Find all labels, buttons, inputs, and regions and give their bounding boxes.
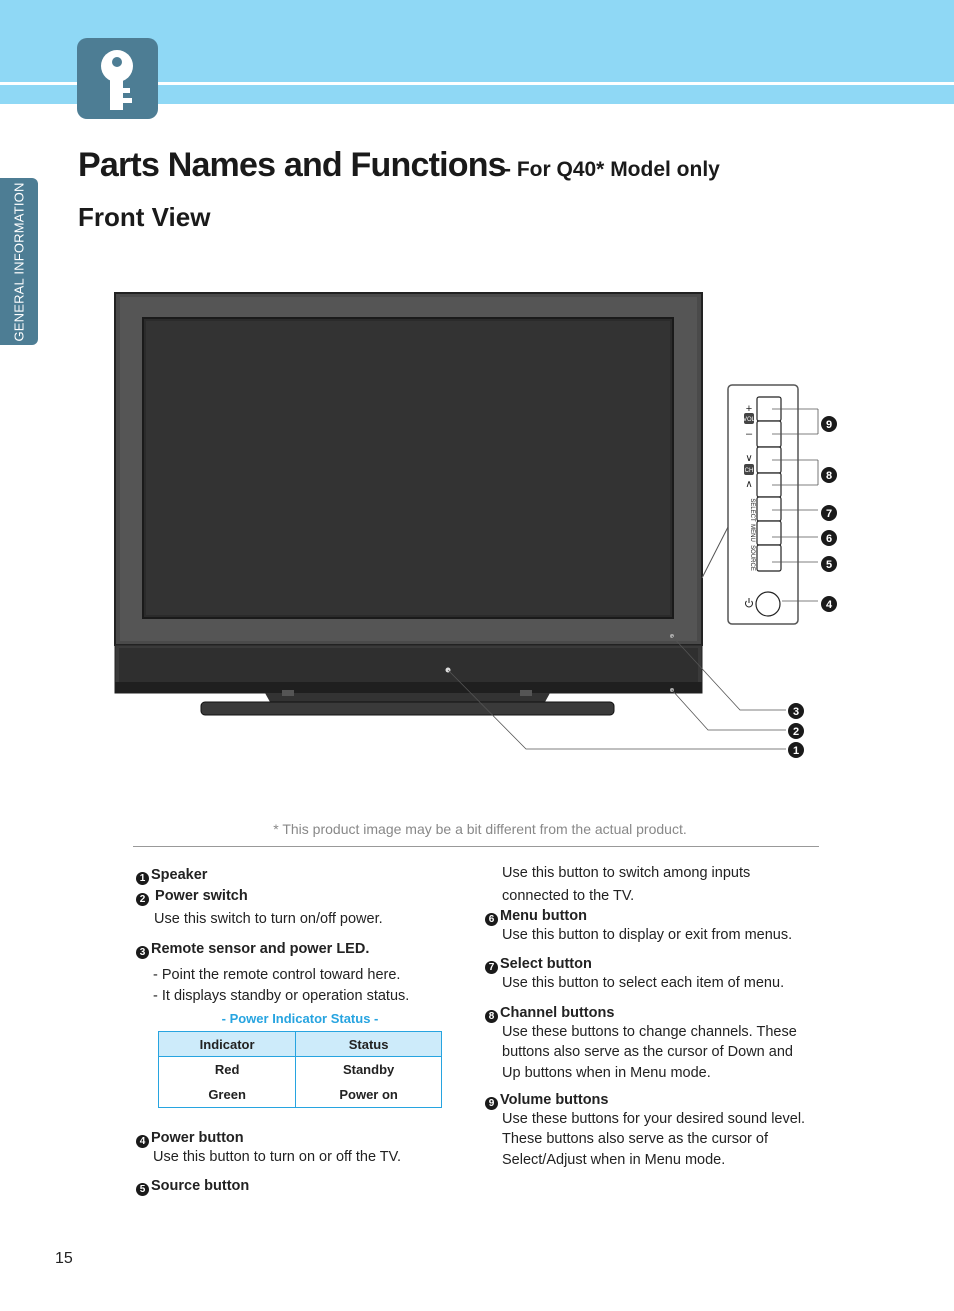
item-desc: connected to the TV.: [502, 888, 635, 904]
item-desc: Up buttons when in Menu mode.: [502, 1065, 711, 1081]
ch-down-label: ∨: [745, 453, 752, 464]
callout-9: 9: [826, 419, 832, 431]
item-desc: These buttons also serve as the cursor o…: [502, 1131, 768, 1147]
image-disclaimer: * This product image may be a bit differ…: [273, 821, 687, 837]
vol-minus-label: –: [746, 428, 753, 440]
vol-plus-label: +: [746, 403, 752, 415]
item-number: 2: [136, 893, 149, 906]
callout-3: 3: [793, 706, 799, 718]
page-subtitle: - For Q40* Model only: [504, 158, 720, 181]
callout-5: 5: [826, 559, 832, 571]
ch-up-label: ∧: [745, 479, 752, 490]
item-title: Channel buttons: [500, 1005, 615, 1021]
item-number: 9: [485, 1097, 498, 1110]
item-number: 5: [136, 1183, 149, 1196]
header-band: [0, 0, 954, 104]
item-desc: Use this button to display or exit from …: [502, 927, 793, 943]
menu-panel-label: MENU: [749, 524, 755, 542]
table-cell: Standby: [342, 1062, 395, 1077]
item-number: 4: [136, 1135, 149, 1148]
item-number: 6: [485, 913, 498, 926]
callout-1: 1: [793, 745, 799, 757]
item-title: Speaker: [151, 867, 208, 883]
page-number: 15: [55, 1250, 73, 1267]
callout-6: 6: [826, 533, 832, 545]
table-row: Green Power on: [158, 1082, 442, 1108]
item-desc: Use this button to select each item of m…: [502, 975, 785, 991]
source-panel-label: SOURCE: [749, 545, 755, 571]
item-desc: - It displays standby or operation statu…: [153, 988, 410, 1004]
table-header: Indicator: [157, 1031, 297, 1057]
ch-tag-label: CH: [745, 468, 754, 474]
table-cell: Red: [158, 1056, 297, 1082]
select-panel-label: SELECT: [749, 498, 755, 522]
page-title: Parts Names and Functions: [78, 146, 507, 184]
table-cell: Power on: [339, 1087, 398, 1102]
tv-front-illustration: + VOL – ∨ CH ∧ SELECT MENU SOURCE 9 8 7 …: [114, 292, 837, 758]
item-title: Menu button: [500, 908, 587, 924]
item-number: 7: [485, 961, 498, 974]
header-divider: [0, 82, 954, 85]
callout-2: 2: [793, 726, 799, 738]
table-row: Red Standby: [158, 1056, 442, 1082]
power-indicator-table: Indicator Status Red Standby Green Power…: [157, 1031, 442, 1108]
item-desc: Select/Adjust when in Menu mode.: [502, 1152, 726, 1168]
item-desc: Use this button to turn on or off the TV…: [153, 1149, 402, 1165]
table-cell: Green: [158, 1082, 297, 1108]
status-table-caption: - Power Indicator Status -: [221, 1011, 379, 1026]
item-desc: Use these buttons for your desired sound…: [502, 1111, 806, 1127]
table-header: Status: [295, 1031, 442, 1057]
callout-7: 7: [826, 508, 832, 520]
item-power-switch: 2 Power switch: [136, 886, 248, 906]
vol-tag-label: VOL: [743, 417, 756, 423]
item-number: 1: [136, 872, 149, 885]
item-desc: Use this switch to turn on/off power.: [154, 911, 383, 927]
key-icon: [77, 38, 158, 119]
callout-4: 4: [826, 599, 833, 611]
power-symbol-icon: [745, 598, 753, 608]
item-title: Remote sensor and power LED.: [151, 941, 370, 957]
item-title: Select button: [500, 956, 592, 972]
callout-8: 8: [826, 470, 832, 482]
item-number: 3: [136, 946, 149, 959]
item-desc: buttons also serve as the cursor of Down…: [502, 1044, 793, 1060]
item-title: Power switch: [155, 888, 248, 904]
item-title: Source button: [151, 1178, 250, 1194]
side-section-tab: GENERAL INFORMATION: [0, 178, 38, 345]
section-divider: [133, 846, 819, 847]
item-desc: - Point the remote control toward here.: [153, 967, 401, 983]
section-title: Front View: [78, 202, 211, 232]
item-desc: Use this button to switch among inputs: [502, 865, 751, 881]
item-title: Power button: [151, 1130, 244, 1146]
item-number: 8: [485, 1010, 498, 1023]
item-title: Volume buttons: [500, 1092, 609, 1108]
item-desc: Use these buttons to change channels. Th…: [502, 1024, 797, 1040]
